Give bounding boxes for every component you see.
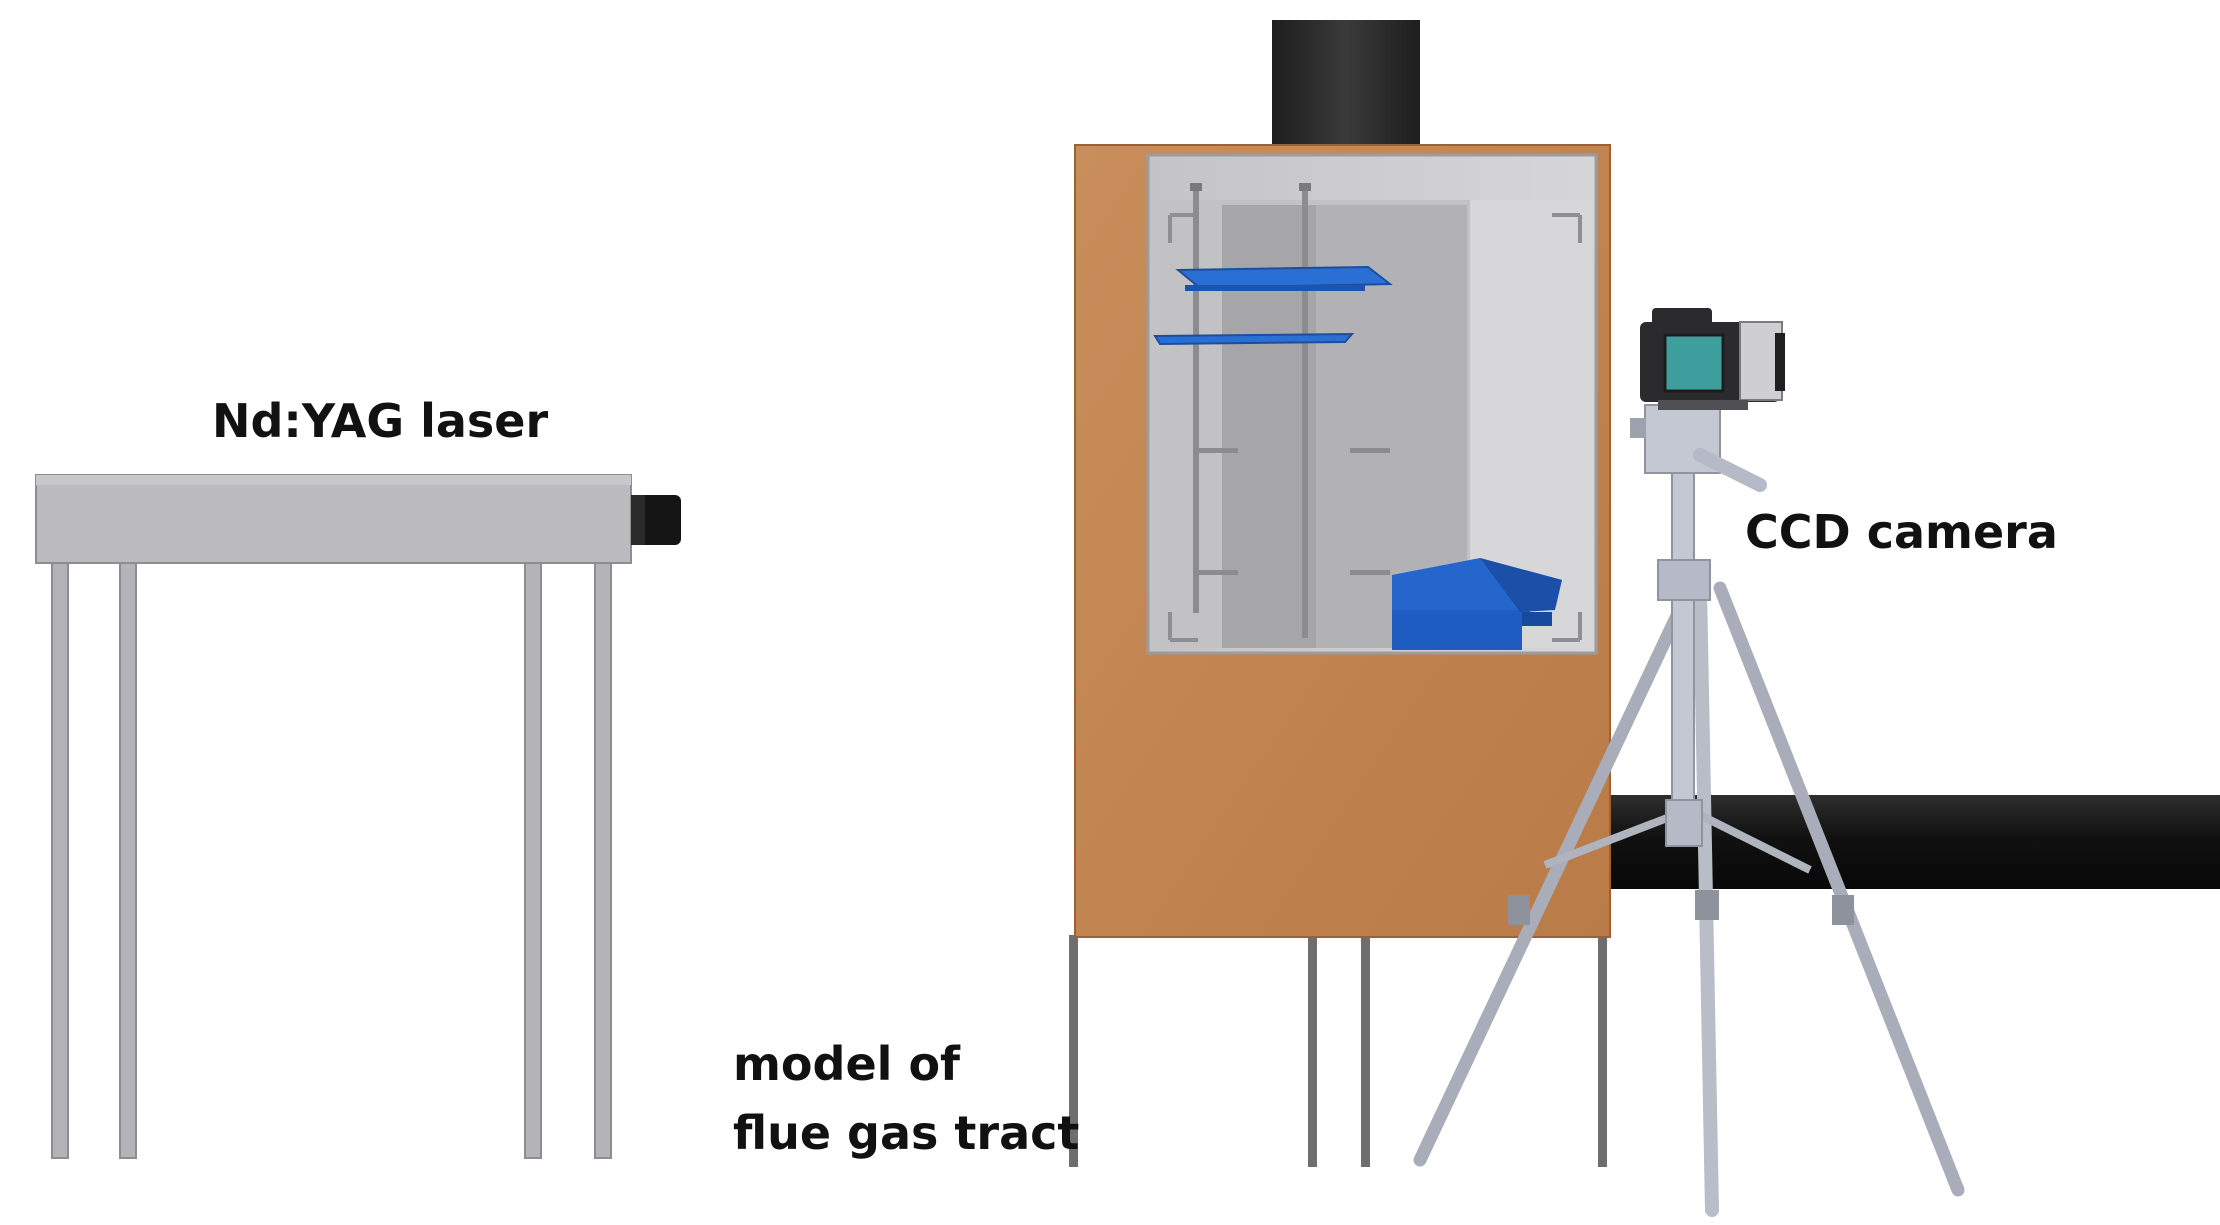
laser-head — [631, 495, 681, 545]
laser-table-top — [35, 474, 632, 564]
tripod-column — [1671, 469, 1695, 831]
chimney — [1272, 20, 1420, 148]
camera-screen — [1663, 333, 1725, 393]
tripod-leg — [1713, 581, 1965, 1197]
cabinet-leg — [1598, 935, 1607, 1167]
support-rod — [1302, 183, 1308, 638]
laser-table-leg — [119, 559, 137, 1159]
ccd-camera — [1640, 308, 1785, 410]
model-label-line2: flue gas tract — [733, 1106, 1080, 1160]
model-label-line1: model of — [733, 1037, 961, 1091]
blue-shelf — [1175, 265, 1393, 290]
cabinet-leg — [1361, 935, 1370, 1167]
blue-shelf — [1153, 332, 1355, 346]
laser-table-leg — [594, 559, 612, 1159]
laser-table-leg — [51, 559, 69, 1159]
laser-table — [35, 474, 632, 1159]
tripod — [1413, 404, 1965, 1217]
laser-label: Nd:YAG laser — [212, 394, 549, 448]
support-rod — [1193, 183, 1199, 613]
flue-gas-tract-model — [1074, 144, 1611, 938]
cabinet-legs — [1069, 935, 1607, 1167]
cabinet-leg — [1069, 935, 1078, 1167]
camera-label: CCD camera — [1745, 505, 2058, 559]
cabinet-leg — [1308, 935, 1317, 1167]
blue-tray — [1392, 558, 1562, 650]
laser-table-leg — [524, 559, 542, 1159]
tripod-leg — [1413, 581, 1697, 1167]
